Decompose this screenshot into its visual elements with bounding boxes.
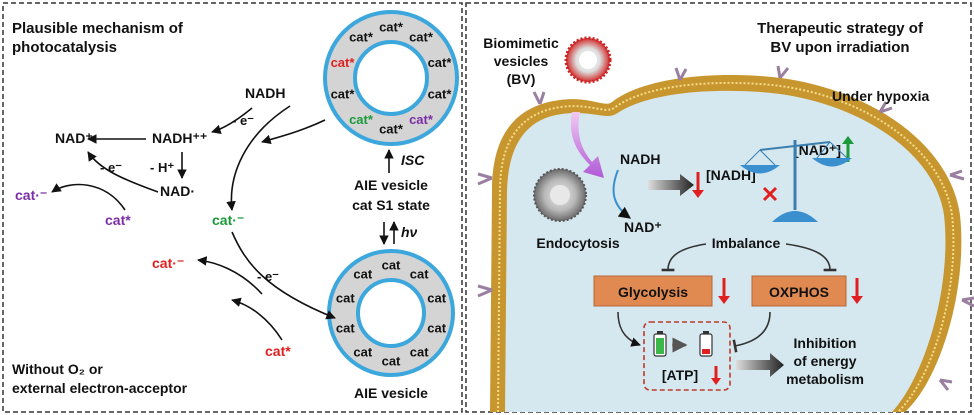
nad-plus-label-right: NAD⁺ [624, 219, 662, 235]
hv-label: hν [401, 224, 418, 240]
oxphos-down-arrow [851, 278, 863, 304]
oxphos-label: OXPHOS [769, 284, 829, 300]
arrow-cat-star-to-anion [51, 183, 126, 211]
bottom-vesicle-cat-label-3: cat [427, 320, 446, 335]
aie-state-line1: AIE vesicle [354, 177, 428, 193]
glycolysis-label: Glycolysis [618, 284, 688, 300]
inhibition-line1: Inhibition [794, 335, 857, 351]
bottom-vesicle-cat-label-8: cat [336, 291, 355, 306]
atp-down-arrow [711, 366, 721, 385]
receptors [477, 65, 974, 391]
glycolysis-to-atp [617, 311, 641, 347]
glycolysis-box [593, 275, 713, 307]
nadh-down-arrow [692, 172, 704, 198]
arrow-vesicle-to-nadh [261, 119, 326, 145]
bottom-vesicle-cat-label-6: cat [353, 344, 372, 359]
cat-anion-red: cat·⁻ [152, 255, 184, 271]
right-title-line2: BV upon irradiation [770, 39, 909, 56]
oxphos-to-atp [732, 311, 771, 353]
inhibition-line3: metabolism [786, 371, 864, 387]
nad-radical-label: NAD· [160, 183, 195, 199]
battery-full-icon [653, 331, 667, 357]
right-title-line1: Therapeutic strategy of [757, 20, 924, 37]
atp-box [643, 321, 731, 391]
biomimetic-line3: (BV) [507, 71, 536, 87]
minus-e-3: - e⁻ [257, 269, 279, 284]
bottom-vesicle-cat-label-2: cat [427, 291, 446, 306]
top-vesicle-cat-label-1: cat* [409, 29, 434, 44]
under-hypoxia-label: Under hypoxia [832, 88, 929, 104]
bottom-vesicle-cat-label-4: cat [410, 344, 429, 359]
inhibit-glycolysis [661, 243, 707, 272]
nad-plus-bracket-label: [NAD⁺] [794, 142, 841, 158]
gradient-arrow-bottom [736, 353, 784, 377]
biomimetic-line1: Biomimetic [483, 35, 559, 51]
left-footer-line1: Without O₂ or [12, 361, 103, 377]
cat-anion-green: cat·⁻ [212, 212, 244, 228]
nad-plus-label: NAD⁺ [55, 130, 93, 146]
top-vesicle-cat-label-0: cat* [379, 20, 404, 35]
arrow-red-to-anion [197, 256, 263, 295]
cell-membrane-inner-line [497, 81, 955, 413]
imbalance-label: Imbalance [712, 235, 781, 251]
left-title-line1: Plausible mechanism of [12, 20, 184, 37]
balance-scale-icon [740, 140, 852, 222]
glycolysis-down-arrow [718, 278, 730, 304]
nadh-to-nad-arc [612, 169, 631, 219]
minus-e-1: - e⁻ [232, 113, 254, 128]
internalization-arrow [570, 112, 604, 178]
minus-h-label: - H⁺ [150, 160, 174, 175]
endocytosed-vesicle [533, 168, 587, 222]
atp-label: [ATP] [662, 367, 698, 383]
arrow-nadh-to-green [226, 105, 291, 211]
nadh-label: NADH [245, 85, 285, 101]
bottom-vesicle-cat-label-7: cat [336, 320, 355, 335]
cat-anion-purple: cat·⁻ [15, 187, 47, 203]
arrow-nadh-to-radical [211, 107, 253, 135]
cat-star-purple: cat* [105, 212, 131, 228]
top-vesicle-cat-label-2: cat* [428, 55, 453, 70]
top-vesicle-cat-label-3: cat* [428, 86, 453, 101]
bottom-vesicle-cat-label-0: cat [382, 258, 401, 273]
cell-interior [505, 90, 946, 413]
nadh-label-right: NADH [620, 151, 660, 167]
inhibit-oxphos [785, 243, 837, 272]
bottom-vesicle-cat-label-9: cat [353, 267, 372, 282]
top-vesicle-cat-label-4: cat* [409, 112, 434, 127]
left-title-line2: photocatalysis [12, 39, 117, 56]
inhibition-line2: of energy [793, 353, 856, 369]
aie-vesicle-bottom-label: AIE vesicle [354, 385, 428, 401]
isc-label: ISC [401, 152, 425, 168]
top-aie-vesicle: cat* cat* cat* cat* cat* cat* cat* cat* cat* cat* [323, 10, 459, 146]
nadh-radical-cation-label: NADH⁺⁺ [152, 130, 207, 146]
biomimetic-line2: vesicles [494, 53, 549, 69]
top-vesicle-cat-label-7: cat* [331, 86, 356, 101]
left-footer-line2: external electron-acceptor [12, 380, 188, 396]
minus-e-2: - e⁻ [100, 160, 122, 175]
battery-low-icon [699, 331, 713, 357]
top-vesicle-cat-label-8: cat* [331, 55, 356, 70]
top-vesicle-cat-label-5: cat* [379, 122, 404, 137]
top-vesicle-cat-label-9: cat* [349, 29, 374, 44]
gradient-arrow-top [648, 174, 694, 196]
arrow-nad-radical-to-nad-plus [87, 151, 159, 193]
endocytosis-label: Endocytosis [536, 235, 619, 251]
nadh-bracket-label: [NADH] [706, 167, 756, 183]
top-vesicle-cat-label-6: cat* [349, 112, 374, 127]
oxphos-box [751, 275, 847, 307]
arrow-green-to-red [231, 231, 336, 320]
cat-star-red: cat* [265, 343, 291, 359]
biomimetic-vesicle [564, 36, 612, 84]
bottom-vesicle-cat-label-1: cat [410, 267, 429, 282]
bottom-vesicle-cat-label-5: cat [382, 354, 401, 369]
cross-icon [762, 186, 778, 202]
arrow-cat-star-red [231, 297, 283, 341]
aie-state-line2: cat S1 state [352, 197, 430, 213]
